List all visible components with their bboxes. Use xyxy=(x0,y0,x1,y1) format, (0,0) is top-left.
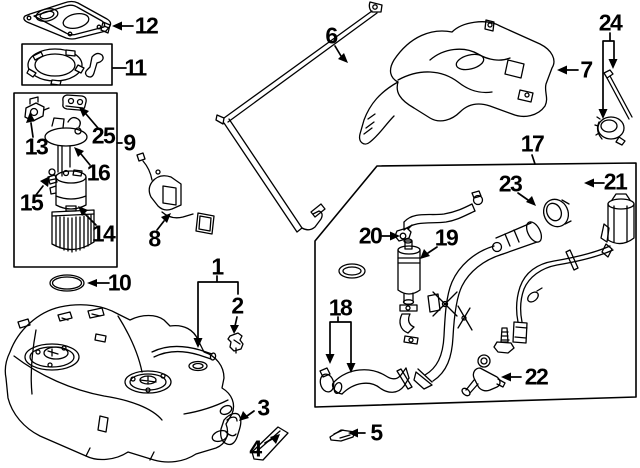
part-25-connector xyxy=(62,94,87,111)
part-3-pad xyxy=(220,412,242,446)
bolt xyxy=(493,327,515,354)
callout-label-19[interactable]: 19 xyxy=(434,224,459,251)
callout-label-3[interactable]: 3 xyxy=(257,394,270,421)
part-2-clip xyxy=(227,332,244,354)
grommet xyxy=(338,263,366,279)
filler-pipe xyxy=(413,221,543,390)
callout-label-25[interactable]: 25 xyxy=(91,122,116,149)
callout-label-2[interactable]: 2 xyxy=(231,292,244,319)
part-8-fuel-sender xyxy=(136,152,215,235)
callout-label-24[interactable]: 24 xyxy=(598,9,623,36)
part-24-fuel-cap xyxy=(594,69,633,146)
part-19-check-valve xyxy=(397,238,421,345)
part-1-fuel-tank xyxy=(4,304,235,463)
vapor-hose-upper xyxy=(403,190,484,231)
callout-leaders xyxy=(26,21,618,444)
callout-label-6[interactable]: 6 xyxy=(325,22,338,49)
part-11-lock-ring-group xyxy=(21,43,113,86)
callout-label-5[interactable]: 5 xyxy=(370,419,383,446)
callout-label-11[interactable]: 11 xyxy=(124,54,147,81)
part-5-bracket xyxy=(329,429,356,442)
part-13-valve xyxy=(24,96,50,122)
callout-label-20[interactable]: 20 xyxy=(358,222,383,249)
part-7-heat-shield xyxy=(358,19,555,145)
callout-label-23[interactable]: 23 xyxy=(498,170,523,197)
callout-label-17[interactable]: 17 xyxy=(520,130,545,157)
part-16-pump-flange xyxy=(44,116,88,177)
part-17-filler-pipe-group xyxy=(314,162,637,408)
part-15-clip xyxy=(47,168,58,185)
part-10-o-ring xyxy=(49,274,85,292)
callout-label-4[interactable]: 4 xyxy=(249,435,262,462)
callout-label-8[interactable]: 8 xyxy=(148,225,161,252)
callout-label-12[interactable]: 12 xyxy=(134,12,159,39)
callout-label-10[interactable]: 10 xyxy=(107,269,132,296)
callout-label-18[interactable]: 18 xyxy=(328,294,353,321)
part-6-tank-strap xyxy=(215,1,383,233)
vent-tube-assembly xyxy=(512,193,635,344)
part-12-access-cover xyxy=(23,0,112,40)
part-14-fuel-pump xyxy=(49,169,95,253)
callout-label-15[interactable]: 15 xyxy=(19,189,44,216)
callout-label-21[interactable]: 21 xyxy=(603,168,628,195)
callout-label-1[interactable]: 1 xyxy=(211,253,224,280)
callout-label-16[interactable]: 16 xyxy=(86,159,111,186)
part-18-hose xyxy=(319,367,413,395)
part-9-pump-module-group xyxy=(13,92,118,268)
callout-label-13[interactable]: 13 xyxy=(24,133,49,160)
callout-label-14[interactable]: 14 xyxy=(91,220,116,247)
part-23-filler-neck-ring xyxy=(542,198,572,228)
part-22-valve xyxy=(461,354,506,397)
callout-label-9[interactable]: 9 xyxy=(123,129,136,156)
callout-label-7[interactable]: 7 xyxy=(580,56,593,83)
callout-label-22[interactable]: 22 xyxy=(524,363,549,390)
